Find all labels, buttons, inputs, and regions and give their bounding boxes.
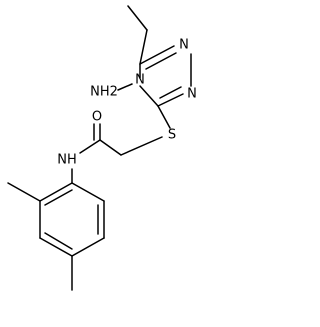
benzene-bond-4: [39, 237, 73, 257]
amide-cn-bond: [79, 139, 101, 154]
atom-label-o: O: [92, 110, 102, 125]
benzene-bond-6-inner: [44, 189, 73, 206]
s-ch2-bond: [120, 136, 163, 156]
ring-bond-c3-n4: [139, 85, 159, 107]
atom-label-nh2: NH2: [90, 85, 118, 100]
benzene-bond-1: [71, 182, 105, 202]
molecule-structure: N N N NH2 S O NH: [7, 5, 197, 291]
atom-label-n4: N: [135, 73, 145, 88]
benzene-bond-3: [71, 237, 105, 257]
atom-label-n1: N: [179, 38, 189, 53]
amino-bond: [117, 83, 133, 91]
ring-bond-n2-c3: [157, 93, 184, 107]
atom-label-n2: N: [187, 87, 197, 102]
ring-bond-c5-n1: [139, 45, 175, 65]
ortho-methyl-bond: [7, 182, 41, 202]
benzene-bond-4-inner: [44, 232, 73, 250]
atom-label-s: S: [168, 128, 176, 143]
ch2-carbonyl-bond: [99, 139, 122, 156]
atom-label-nh: NH: [57, 153, 77, 168]
benzene-bond-6: [39, 182, 73, 202]
ethyl-bond-terminal: [127, 5, 148, 31]
ring-s-bond: [157, 105, 171, 129]
ethyl-bond-ring: [139, 29, 148, 65]
ring-double-bond-c5-n1: [145, 52, 177, 70]
ring-double-bond-n2-c3: [159, 86, 182, 99]
